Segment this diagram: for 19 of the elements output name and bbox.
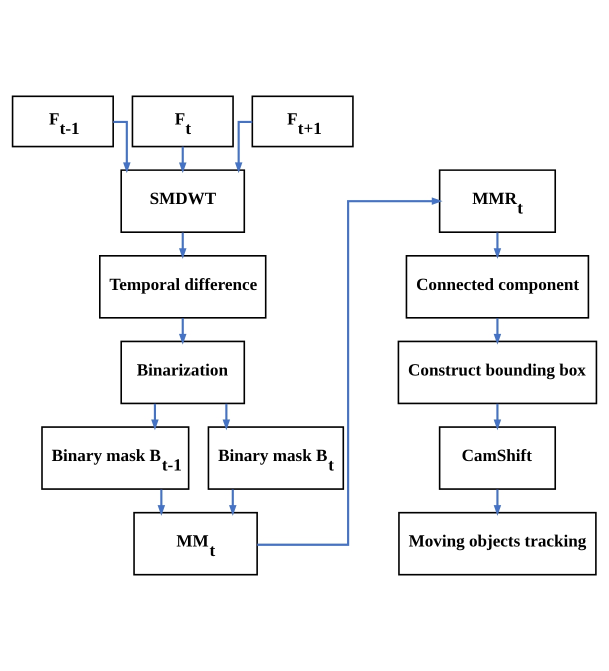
node-box: Construct bounding box xyxy=(398,340,598,404)
arrow xyxy=(494,318,502,345)
arrow xyxy=(494,489,502,516)
arrow xyxy=(494,232,502,259)
arrow xyxy=(222,404,230,430)
arrow xyxy=(257,197,443,546)
node-box: SMDWT xyxy=(120,169,246,234)
node-box: Binarization xyxy=(120,340,246,404)
arrow xyxy=(158,489,166,516)
arrow xyxy=(179,318,186,345)
node-box: Moving objects tracking xyxy=(398,512,597,576)
arrow xyxy=(179,232,186,259)
node-box: Connected component xyxy=(406,254,590,319)
arrow xyxy=(229,489,237,516)
arrow xyxy=(151,404,159,430)
arrow xyxy=(494,404,502,430)
node-box: CamShift xyxy=(438,426,556,490)
arrow xyxy=(179,146,186,174)
node-box: Temporal difference xyxy=(99,254,266,319)
